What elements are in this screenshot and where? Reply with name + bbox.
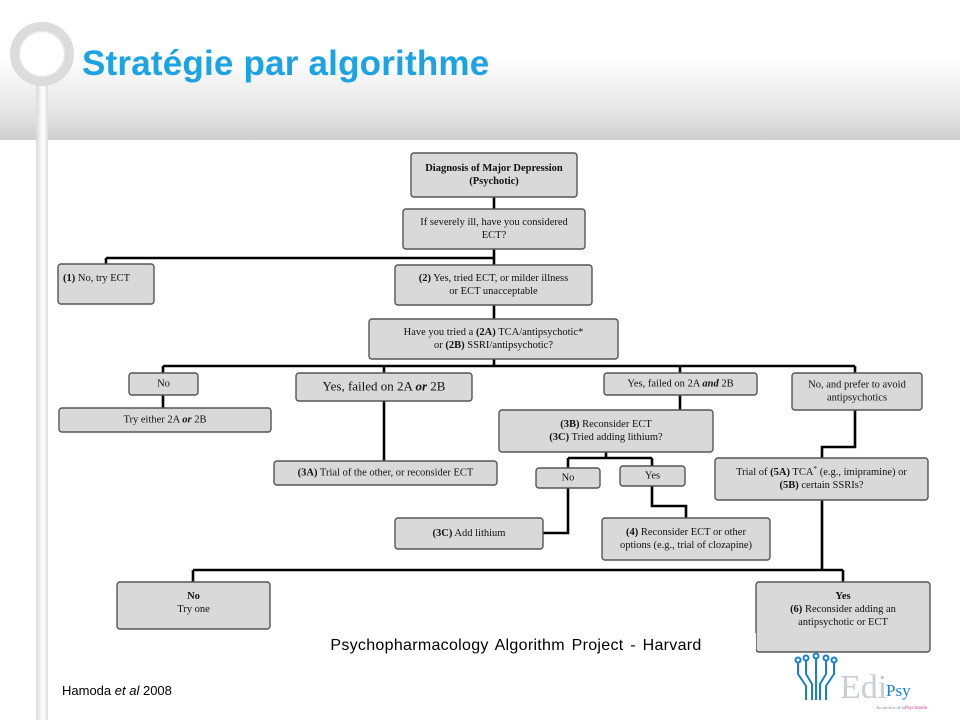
- node-text-line: No, and prefer to avoid: [808, 380, 906, 391]
- node-text-line: or (2B) SSRI/antipsychotic?: [434, 340, 553, 351]
- connector-line: [650, 486, 688, 518]
- node-text-line: options (e.g., trial of clozapine): [620, 540, 753, 551]
- node-no-2: No: [535, 467, 601, 489]
- logo-text-accent: Psy: [886, 681, 911, 700]
- node-add-lithium: (3C) Add lithium: [394, 517, 544, 550]
- node-text-line: (Psychotic): [469, 176, 519, 187]
- flowchart-connectors: [104, 197, 857, 582]
- node-text-line: Yes, failed on 2A or 2B: [323, 378, 446, 393]
- node-text-line: No: [157, 379, 170, 390]
- node-no-try-ect: (1) No, try ECT: [57, 263, 155, 305]
- node-box: [619, 465, 686, 487]
- node-text-line: (3A) Trial of the other, or reconsider E…: [298, 468, 474, 479]
- node-box: [368, 318, 619, 360]
- node-yes-failed-or: Yes, failed on 2A or 2B: [295, 372, 473, 402]
- citation: Hamoda et al 2008: [62, 683, 172, 698]
- node-box: [603, 372, 758, 396]
- node-no-1: No: [128, 372, 199, 396]
- citation-author: Hamoda: [62, 683, 112, 698]
- flowchart: Diagnosis of Major Depression (Psychotic)…: [57, 152, 931, 653]
- circuit-icon: [794, 652, 838, 700]
- node-text-line: Diagnosis of Major Depression: [425, 163, 563, 174]
- node-yes-tried-ect: (2) Yes, tried ECT, or milder illness or …: [394, 264, 593, 306]
- node-box: [273, 460, 498, 486]
- node-have-you-tried: Have you tried a (2A) TCA/antipsychotic*…: [368, 318, 619, 360]
- node-reconsider-other: (4) Reconsider ECT or other options (e.g.…: [601, 517, 771, 561]
- citation-etal: et al: [114, 683, 140, 698]
- node-box: [402, 208, 586, 250]
- connector-line: [820, 410, 857, 458]
- node-box: [394, 517, 544, 550]
- node-text-line: No: [187, 591, 200, 602]
- node-text-line: (6) Reconsider adding an: [790, 604, 897, 615]
- logo-tagline-left: Au service de la: [876, 705, 905, 710]
- node-text-line: (3C) Tried adding lithium?: [549, 432, 663, 443]
- node-text-line: (3B) Reconsider ECT: [560, 419, 652, 430]
- node-box: [128, 372, 199, 396]
- node-text-line: (5B) certain SSRIs?: [780, 480, 864, 491]
- node-text-line: Try either 2A or 2B: [123, 415, 206, 426]
- diagram-caption: Psychopharmacology Algorithm Project - H…: [276, 633, 756, 659]
- node-text-line: Yes, failed on 2A and 2B: [627, 379, 733, 390]
- node-box: [57, 263, 155, 305]
- node-box: [295, 372, 473, 402]
- slide-title: Stratégie par algorithme: [82, 44, 490, 83]
- node-text-line: Trial of (5A) TCA* (e.g., imipramine) or: [736, 464, 907, 479]
- node-text-line: Yes: [835, 591, 850, 602]
- edipsy-logo-graphic: Edi Psy Au service de la Psychiatrie: [794, 652, 928, 711]
- node-text-line: antipsychotics: [827, 393, 887, 404]
- node-box: [394, 264, 593, 306]
- node-text-line: ECT?: [482, 230, 507, 241]
- logo-tagline-right: Psychiatrie: [905, 706, 928, 711]
- node-box: [755, 581, 931, 653]
- node-text-line: Yes: [645, 471, 660, 482]
- node-text-line: (3C) Add lithium: [433, 528, 506, 539]
- citation-year: 2008: [142, 683, 172, 698]
- node-diagnosis: Diagnosis of Major Depression (Psychotic): [410, 152, 578, 198]
- node-box: [498, 409, 714, 453]
- node-text-line: or ECT unacceptable: [449, 286, 538, 297]
- node-yes-failed-and: Yes, failed on 2A and 2B: [603, 372, 758, 396]
- node-text-line: If severely ill, have you considered: [420, 217, 568, 228]
- header-band: [0, 0, 960, 140]
- logo-text-main: Edi: [840, 669, 887, 706]
- node-text-line: (4) Reconsider ECT or other: [626, 527, 746, 538]
- node-reconsider-ect: (3B) Reconsider ECT (3C) Tried adding lit…: [498, 409, 714, 453]
- edipsy-logo: Edi Psy Au service de la Psychiatrie: [790, 652, 940, 714]
- node-box: [410, 152, 578, 198]
- node-box: [116, 581, 271, 630]
- node-text-line: Have you tried a (2A) TCA/antipsychotic*: [404, 327, 584, 338]
- node-box: [714, 457, 929, 501]
- node-text-line: No: [562, 473, 575, 484]
- node-yes-reconsider: Yes (6) Reconsider adding an antipsychotic…: [755, 581, 931, 653]
- node-box: [601, 517, 771, 561]
- node-text-line: Try one: [177, 604, 210, 615]
- node-yes-1: Yes: [619, 465, 686, 487]
- node-trial-other: (3A) Trial of the other, or reconsider E…: [273, 460, 498, 486]
- flowchart-nodes: Diagnosis of Major Depression (Psychotic)…: [57, 152, 931, 653]
- ring-decoration: [10, 22, 74, 86]
- node-box: [535, 467, 601, 489]
- node-no-prefer-avoid: No, and prefer to avoid antipsychotics: [791, 372, 923, 411]
- node-box: [791, 372, 923, 411]
- node-box: [58, 407, 272, 433]
- node-text-line: (2) Yes, tried ECT, or milder illness: [419, 273, 568, 284]
- node-text-line: antipsychotic or ECT: [798, 617, 888, 628]
- diagram-area: Diagnosis of Major Depression (Psychotic)…: [54, 140, 936, 657]
- node-try-either: Try either 2A or 2B: [58, 407, 272, 433]
- node-trial-5a: Trial of (5A) TCA* (e.g., imipramine) or…: [714, 457, 929, 501]
- node-text-line: (1) No, try ECT: [63, 273, 131, 284]
- left-rail-decoration: [36, 70, 48, 720]
- connector-line: [543, 488, 570, 535]
